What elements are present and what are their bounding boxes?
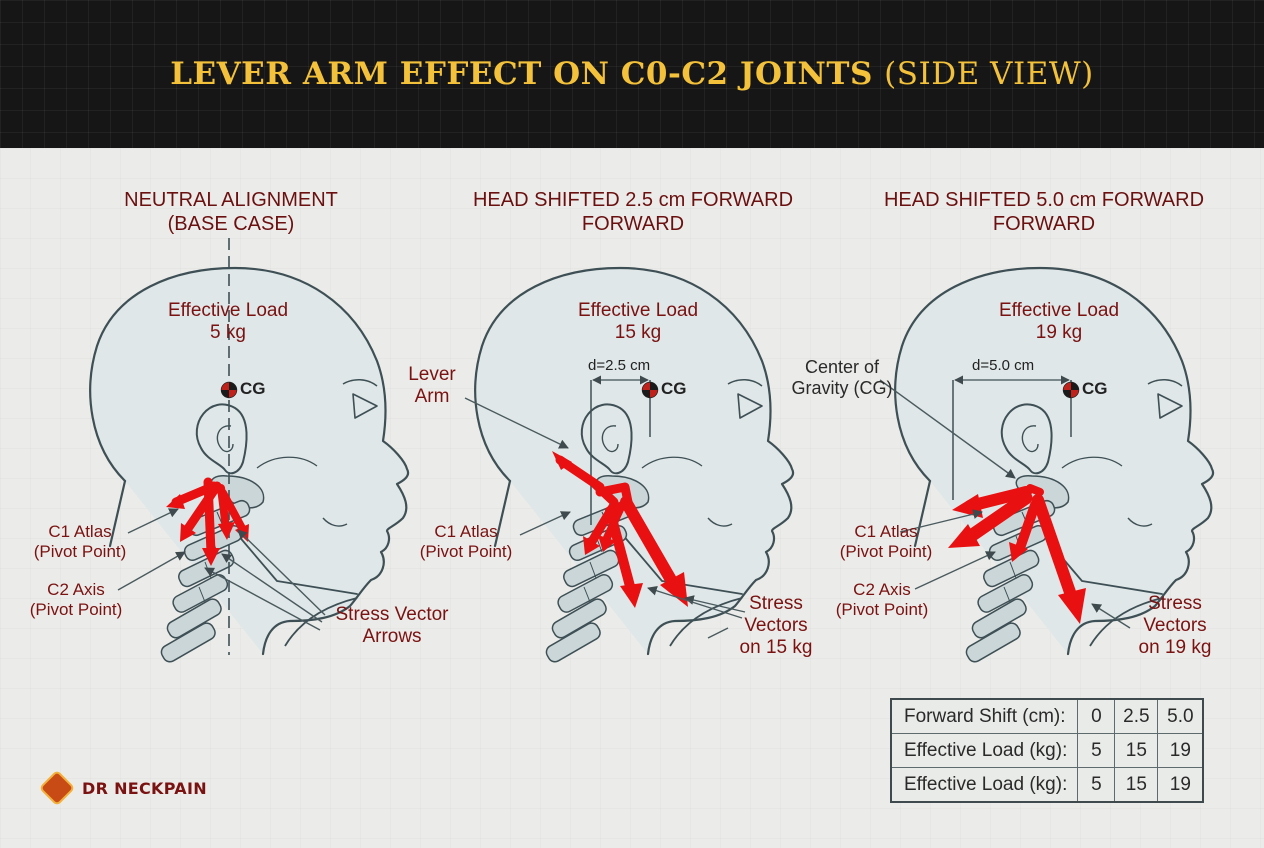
stress-vector-callout-neutral: Stress Vector Arrows xyxy=(322,604,462,648)
callout-line: (Pivot Point) xyxy=(419,542,513,561)
callout-line: on 19 kg xyxy=(1138,637,1212,658)
callout-line: (Pivot Point) xyxy=(33,542,127,561)
cg-marker-5-0cm xyxy=(1062,381,1080,399)
load-label: Effective Load xyxy=(167,300,289,321)
callout-line: C1 Atlas xyxy=(854,522,918,541)
callout-leaders-5-0cm xyxy=(879,379,1131,629)
load-value: 5 kg xyxy=(210,322,246,343)
table-cell: 19 xyxy=(1157,733,1204,768)
load-value: 15 kg xyxy=(614,322,662,343)
callout-line: Arrows xyxy=(362,626,422,647)
load-label: Effective Load xyxy=(577,300,699,321)
c2-axis-callout-5-0cm: C2 Axis (Pivot Point) xyxy=(820,580,944,620)
lever-arm-callout: Lever Arm xyxy=(390,364,474,408)
table-cell: 19 xyxy=(1157,767,1204,803)
callout-leaders-2-5cm xyxy=(464,397,746,639)
callout-line: Center of xyxy=(804,357,880,377)
cg-label-2-5cm: CG xyxy=(661,379,687,398)
table-cell: 2.5 xyxy=(1114,698,1159,734)
stress-vectors-callout-5-0cm: Stress Vectors on 19 kg xyxy=(1120,593,1230,659)
callout-line: Vectors xyxy=(744,615,808,636)
row-label: Forward Shift (cm): xyxy=(890,698,1079,734)
table-row: Effective Load (kg): 5 15 19 xyxy=(890,733,1204,768)
title-sub: (SIDE VIEW) xyxy=(884,56,1094,92)
header-banner: LEVER ARM EFFECT ON C0-C2 JOINTS (SIDE V… xyxy=(0,0,1264,148)
panel-title-neutral: NEUTRAL ALIGNMENT (BASE CASE) xyxy=(41,188,421,236)
effective-load-2-5cm: Effective Load 15 kg xyxy=(538,300,738,344)
callout-line: Gravity (CG) xyxy=(791,378,893,398)
page-title: LEVER ARM EFFECT ON C0-C2 JOINTS (SIDE V… xyxy=(0,56,1264,92)
panel-5-0cm-figure xyxy=(879,266,1215,666)
cg-marker-neutral xyxy=(220,381,238,399)
table-cell: 0 xyxy=(1077,698,1116,734)
load-summary-table: Forward Shift (cm): 0 2.5 5.0 Effective … xyxy=(890,698,1205,803)
row-label: Effective Load (kg): xyxy=(890,733,1079,768)
neck-logo-icon xyxy=(38,769,76,807)
table-cell: 15 xyxy=(1114,733,1159,768)
center-of-gravity-callout: Center of Gravity (CG) xyxy=(780,357,904,399)
callout-line: Stress xyxy=(1148,593,1202,614)
distance-label-2-5cm: d=2.5 cm xyxy=(588,357,651,374)
panel-title-line2: FORWARD xyxy=(581,213,685,235)
callout-line: (Pivot Point) xyxy=(839,542,933,561)
panel-neutral-figure xyxy=(89,238,410,666)
callout-line: Arm xyxy=(414,386,450,407)
cg-label-5-0cm: CG xyxy=(1082,379,1108,398)
stress-vectors-neutral xyxy=(166,477,249,566)
stress-vectors-5-0cm xyxy=(948,484,1086,624)
stress-vectors-callout-2-5cm: Stress Vectors on 15 kg xyxy=(728,593,824,659)
title-main: LEVER ARM EFFECT ON C0-C2 JOINTS xyxy=(170,56,873,92)
panel-title-2-5cm: HEAD SHIFTED 2.5 cm FORWARD FORWARD xyxy=(443,188,823,236)
panel-title-line2: FORWARD xyxy=(992,213,1096,235)
c1-atlas-callout-5-0cm: C1 Atlas (Pivot Point) xyxy=(824,522,948,562)
callout-line: Stress xyxy=(749,593,803,614)
stress-vectors-2-5cm xyxy=(552,451,688,608)
callout-line: (Pivot Point) xyxy=(835,600,929,619)
load-label: Effective Load xyxy=(998,300,1120,321)
effective-load-5-0cm: Effective Load 19 kg xyxy=(959,300,1159,344)
panel-title-line1: NEUTRAL ALIGNMENT xyxy=(124,189,338,211)
row-label: Effective Load (kg): xyxy=(890,767,1079,803)
effective-load-neutral: Effective Load 5 kg xyxy=(128,300,328,344)
callout-line: C1 Atlas xyxy=(434,522,498,541)
c2-axis-callout-neutral: C2 Axis (Pivot Point) xyxy=(14,580,138,620)
table-cell: 5 xyxy=(1077,767,1116,803)
cg-marker-2-5cm xyxy=(641,381,659,399)
table-cell: 5.0 xyxy=(1157,698,1204,734)
brand-logo: DR NECKPAIN xyxy=(38,769,207,807)
callout-line: Stress Vector xyxy=(335,604,449,625)
distance-label-5-0cm: d=5.0 cm xyxy=(972,357,1035,374)
callout-line: C2 Axis xyxy=(47,580,105,599)
load-value: 19 kg xyxy=(1035,322,1083,343)
panel-title-5-0cm: HEAD SHIFTED 5.0 cm FORWARD FORWARD xyxy=(854,188,1234,236)
callout-line: on 15 kg xyxy=(739,637,813,658)
panel-2-5cm-figure xyxy=(464,266,795,666)
callout-line: Vectors xyxy=(1143,615,1207,636)
table-row: Forward Shift (cm): 0 2.5 5.0 xyxy=(890,698,1204,734)
c1-atlas-callout-neutral: C1 Atlas (Pivot Point) xyxy=(18,522,142,562)
panel-title-line1: HEAD SHIFTED 2.5 cm FORWARD xyxy=(472,189,794,211)
callout-line: C2 Axis xyxy=(853,580,911,599)
table-cell: 5 xyxy=(1077,733,1116,768)
c1-atlas-callout-2-5cm: C1 Atlas (Pivot Point) xyxy=(404,522,528,562)
brand-name: DR NECKPAIN xyxy=(82,778,207,798)
callout-line: (Pivot Point) xyxy=(29,600,123,619)
callout-line: Lever xyxy=(408,364,456,385)
table-row: Effective Load (kg): 5 15 19 xyxy=(890,767,1204,803)
cg-label-neutral: CG xyxy=(240,379,266,398)
callout-leaders-neutral xyxy=(117,508,326,631)
callout-line: C1 Atlas xyxy=(48,522,112,541)
table-cell: 15 xyxy=(1114,767,1159,803)
panel-title-line1: HEAD SHIFTED 5.0 cm FORWARD xyxy=(883,189,1205,211)
panel-title-line2: (BASE CASE) xyxy=(167,213,295,235)
